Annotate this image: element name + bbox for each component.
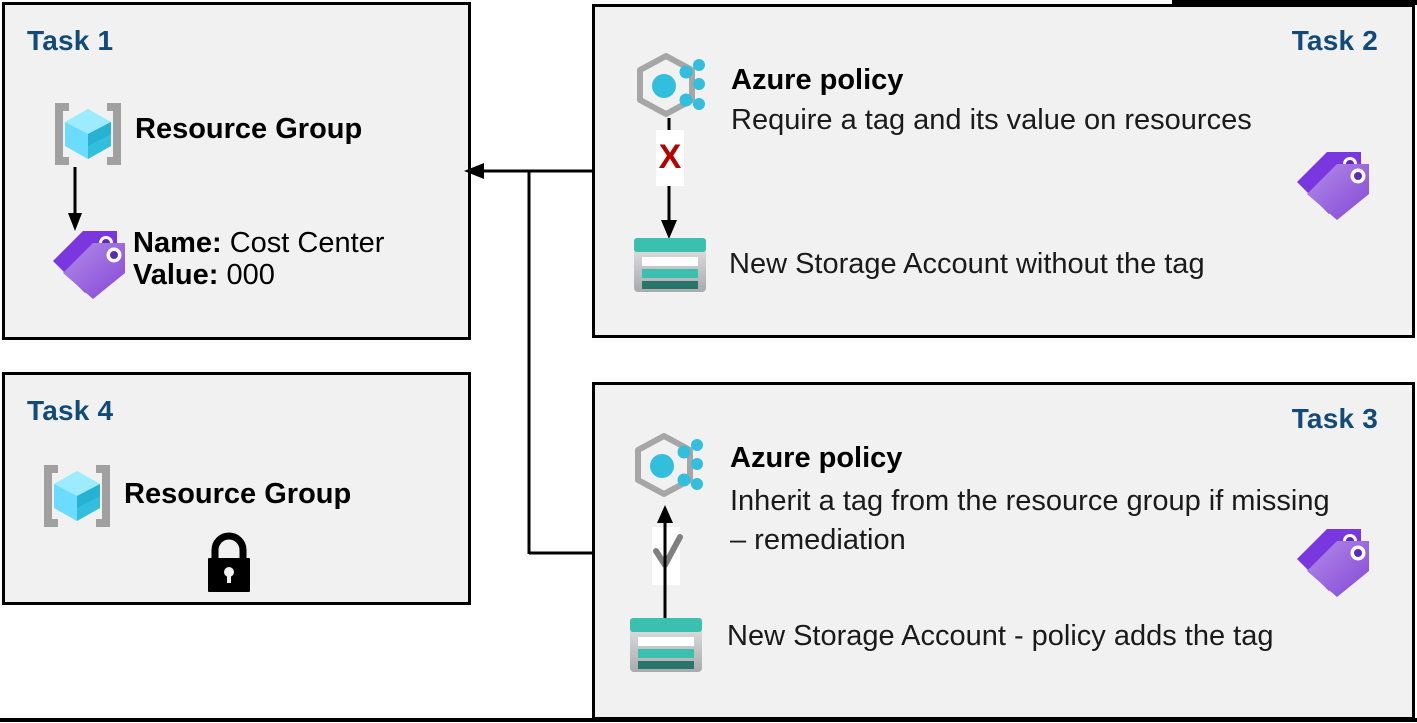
task-1-down-arrow-icon [67, 167, 97, 233]
task-2-policy-title: Azure policy [731, 64, 904, 96]
task-1-tag-value-value: 000 [226, 259, 275, 292]
error-x-icon: X [652, 118, 694, 240]
task-3-box: Task 3 [592, 382, 1415, 720]
task-3-policy-title: Azure policy [730, 442, 903, 474]
task-3-storage-description: New Storage Account - policy adds the ta… [727, 620, 1274, 652]
azure-policy-icon [634, 432, 706, 504]
task-1-label: Task 1 [27, 25, 114, 56]
top-black-band [1172, 0, 1417, 5]
check-icon [648, 505, 690, 623]
bottom-rule [0, 718, 1417, 722]
task-1-tag-value-key: Value: [133, 259, 219, 292]
task-1-tag-name-row: Name: Cost Center [133, 227, 384, 259]
task-2-storage-description: New Storage Account without the tag [729, 248, 1205, 280]
task-1-tag-name-value: Cost Center [229, 227, 385, 259]
azure-policy-icon [636, 52, 708, 124]
task-2-policy-description: Require a tag and its value on resources [731, 104, 1252, 136]
task-1-tag-name-key: Name: [133, 227, 222, 259]
svg-text:X: X [659, 138, 682, 176]
resource-group-icon [38, 460, 116, 532]
task-3-policy-description: Inherit a tag from the resource group if… [730, 485, 1330, 557]
task-1-tag-value-row: Value: 000 [133, 259, 384, 291]
task-2-box: Task 2 [592, 4, 1415, 338]
task-4-label: Task 4 [27, 395, 114, 426]
tag-icon [1293, 148, 1371, 220]
task-3-label: Task 3 [1291, 403, 1378, 434]
storage-account-icon [632, 236, 708, 294]
lock-icon [200, 530, 258, 594]
task-1-box: Task 1 Resource Group [2, 2, 471, 340]
tag-icon [49, 227, 127, 299]
resource-group-icon [49, 99, 127, 169]
task-1-resource-group-label: Resource Group [135, 113, 363, 145]
storage-account-icon [628, 616, 704, 674]
task-2-label: Task 2 [1291, 25, 1378, 56]
flow-connector-arrow [460, 155, 605, 565]
tag-icon [1293, 525, 1371, 597]
task-1-tag-keyvalues: Name: Cost Center Value: 000 [133, 227, 384, 292]
task-4-resource-group-label: Resource Group [124, 478, 352, 510]
